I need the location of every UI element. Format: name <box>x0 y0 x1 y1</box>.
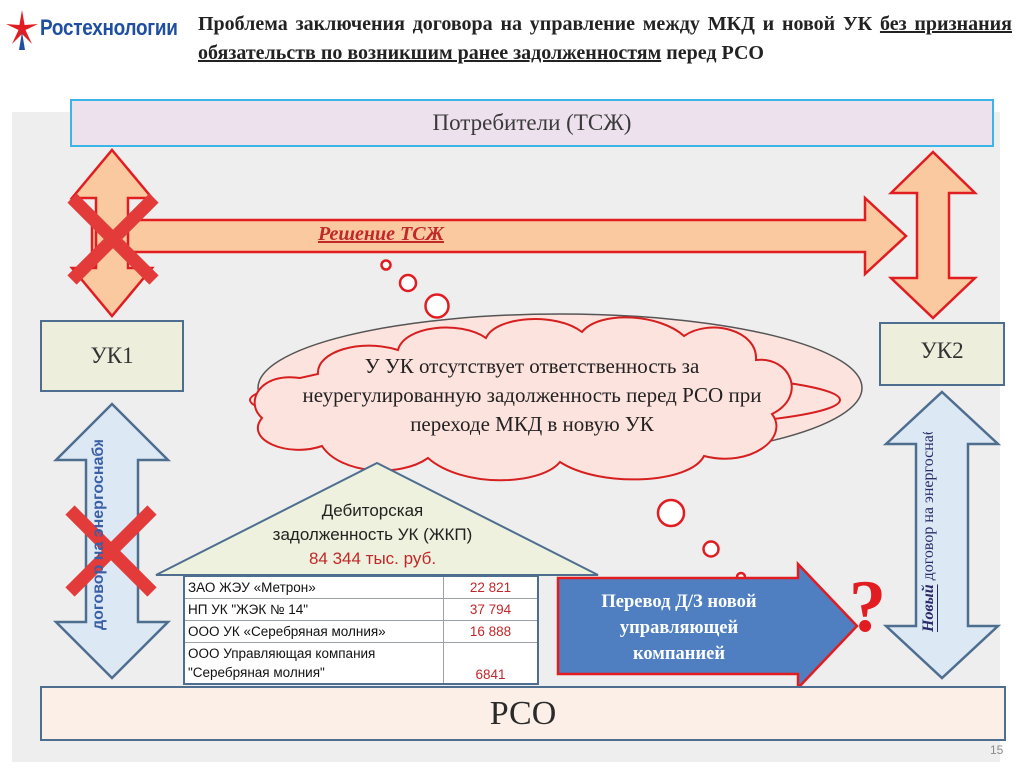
table-cell-amount: 6841 <box>443 642 539 685</box>
cloud-text: У УК отсутствует ответственность за неур… <box>302 354 762 436</box>
right-arrow-label: Новый договор на энергоснабжение <box>918 432 966 632</box>
table-cell-amount: 16 888 <box>443 620 539 643</box>
right-top-double-arrow <box>887 150 979 320</box>
house-line-2: задолженность УК (ЖКП) <box>272 525 473 544</box>
thought-bubbles <box>380 259 747 583</box>
table-cell-amount: 37 794 <box>443 598 539 621</box>
table-cell-name: НП УК "ЖЭК № 14" <box>183 598 444 621</box>
uk1-box: УК1 <box>40 320 184 392</box>
cross-icon-bottom <box>65 505 157 597</box>
table-row: НП УК "ЖЭК № 14" 37 794 <box>183 598 539 621</box>
logo-text: Ростехнологии <box>40 15 178 40</box>
title-part-end: перед РСО <box>661 42 764 64</box>
page-number: 15 <box>990 743 1004 757</box>
logo: Ростехнологии <box>0 0 188 62</box>
transfer-arrow <box>556 560 859 692</box>
transfer-text: Перевод Д/З новой управляющей компанией <box>601 592 757 664</box>
uk2-box: УК2 <box>879 322 1005 386</box>
house-line-1: Дебиторская <box>321 501 424 520</box>
rso-box: РСО <box>40 686 1006 741</box>
right-arrow-label-emph: Новый <box>920 584 937 632</box>
cross-icon-top <box>67 193 159 285</box>
question-mark: ? <box>849 566 886 648</box>
table-cell-name: ЗАО ЖЭУ «Метрон» <box>183 575 444 599</box>
debt-table: ЗАО ЖЭУ «Метрон» 22 821 НП УК "ЖЭК № 14"… <box>183 575 539 685</box>
table-cell-name: ООО Управляющая компания "Серебряная мол… <box>183 642 444 685</box>
table-row: ООО УК «Серебряная молния» 16 888 <box>183 620 539 643</box>
title-part-1: Проблема заключения договора на управлен… <box>198 13 880 35</box>
right-bottom-double-arrow <box>882 390 1002 680</box>
right-arrow-label-rest: договор на энергоснабжение <box>920 432 937 585</box>
logo-star-icon <box>6 10 38 50</box>
thought-cloud <box>249 313 863 482</box>
left-arrow-label: договор на энергоснабжение <box>90 440 107 630</box>
debt-house-text: Дебиторская задолженность УК (ЖКП) 84 34… <box>225 499 520 571</box>
decision-arrow <box>90 195 908 277</box>
table-cell-name: ООО УК «Серебряная молния» <box>183 620 444 643</box>
table-row: ООО Управляющая компания "Серебряная мол… <box>183 642 539 685</box>
table-row: ЗАО ЖЭУ «Метрон» 22 821 <box>183 575 539 599</box>
consumers-box: Потребители (ТСЖ) <box>70 99 994 147</box>
slide-title: Проблема заключения договора на управлен… <box>198 10 1012 68</box>
decision-label: Решение ТСЖ <box>318 223 444 245</box>
table-cell-amount: 22 821 <box>443 575 539 599</box>
house-amount: 84 344 тыс. руб. <box>308 549 437 568</box>
title-underlined-part: без признания обязательств по возникшим … <box>198 13 1012 64</box>
